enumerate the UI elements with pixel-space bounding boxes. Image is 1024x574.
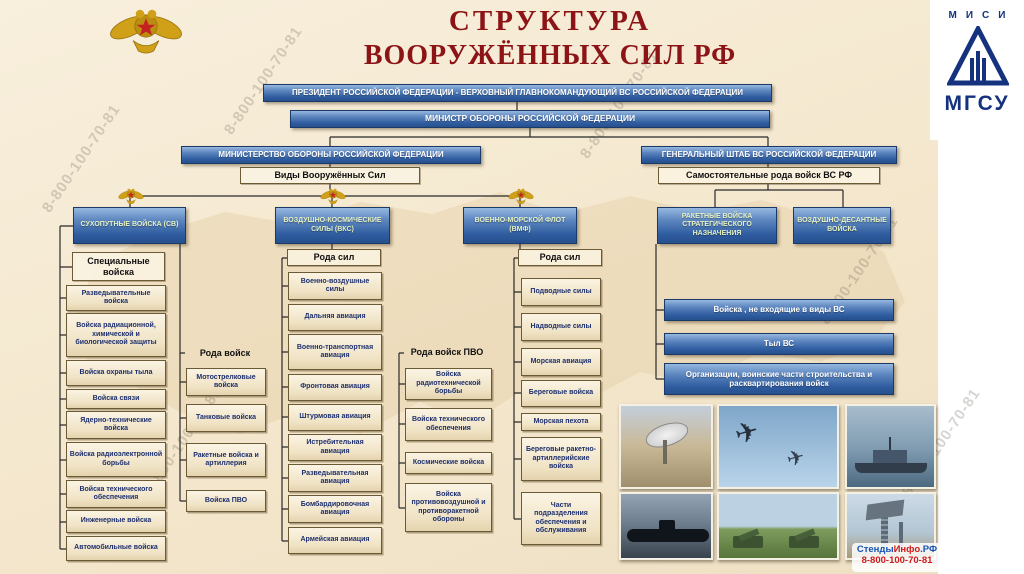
special-troops-item: Инженерные войска xyxy=(66,510,166,533)
navy-branches-item: Подводные силы xyxy=(521,278,601,306)
aerospace-branches-item: Дальняя авиация xyxy=(288,304,382,331)
ship-hull-shape xyxy=(855,463,927,473)
photo-air-defense-systems xyxy=(717,492,839,560)
brand-part-blue: Стенды xyxy=(856,544,894,555)
aerospace-branches-item: Военно-транспортная авиация xyxy=(288,334,382,370)
aircraft-icon: ✈ xyxy=(784,445,808,472)
special-troops-item: Войска технического обеспечения xyxy=(66,480,166,508)
ship-superstructure-shape xyxy=(873,450,907,463)
special-troops-item: Ядерно-технические войска xyxy=(66,411,166,439)
branch-aerospace-forces: ВОЗДУШНО-КОСМИЧЕСКИЕ СИЛЫ (ВКС) xyxy=(275,207,390,244)
aerospace-branches-item: Бомбардировочная авиация xyxy=(288,495,382,523)
brand-part-red: Инфо xyxy=(893,544,921,555)
general-staff-bar: ГЕНЕРАЛЬНЫЙ ШТАБ ВС РОССИЙСКОЙ ФЕДЕРАЦИИ xyxy=(641,146,897,164)
special-troops-item: Войска радиоэлектронной борьбы xyxy=(66,442,166,477)
aerospace-branches-item: Разведывательная авиация xyxy=(288,464,382,492)
ground-forces-emblem-icon xyxy=(117,188,145,205)
navy-branches-item: Морская авиация xyxy=(521,348,601,376)
construction-organizations-bar: Организации, воинские части строительств… xyxy=(664,363,894,395)
misi-letters: МИСИ xyxy=(948,10,1015,21)
navy-branches-header: Рода сил xyxy=(518,249,602,266)
page-title: СТРУКТУРА ВООРУЖЁННЫХ СИЛ РФ xyxy=(270,5,830,72)
special-troops-header: Специальные войска xyxy=(72,252,165,281)
footer-brand: СтендыИнфо.РФ xyxy=(852,544,942,555)
service-types-label: Виды Вооружённых Сил xyxy=(240,167,420,184)
mgsu-name: МГСУ xyxy=(944,92,1010,115)
navy-branches-item: Береговые войска xyxy=(521,380,601,407)
dish-shape xyxy=(642,417,692,453)
radar-antenna-shape xyxy=(865,499,905,521)
aerospace-branches-item: Фронтовая авиация xyxy=(288,374,382,401)
ground-branches-item: Войска ПВО xyxy=(186,490,266,512)
navy-emblem-icon xyxy=(507,188,535,205)
air-defense-branches-item: Космические войска xyxy=(405,452,492,474)
aerospace-forces-emblem-icon xyxy=(319,188,347,205)
photo-aircraft: ✈ ✈ xyxy=(717,404,839,489)
ground-branches-header: Рода войск xyxy=(199,348,251,359)
navy-branches-item: Морская пехота xyxy=(521,413,601,431)
ground-branches-item: Танковые войска xyxy=(186,404,266,432)
ministry-bar: МИНИСТЕРСТВО ОБОРОНЫ РОССИЙСКОЙ ФЕДЕРАЦИ… xyxy=(181,146,481,164)
ground-branches-item: Ракетные войска и артиллерия xyxy=(186,443,266,477)
ground-branches-item: Мотострелковые войска xyxy=(186,368,266,396)
air-defense-branches-item: Войска технического обеспечения xyxy=(405,408,492,441)
aerospace-branches-item: Штурмовая авиация xyxy=(288,404,382,431)
mgsu-logo: МИСИ МГСУ xyxy=(930,0,1024,140)
rear-services-bar: Тыл ВС xyxy=(664,333,894,355)
aerospace-branches-item: Истребительная авиация xyxy=(288,434,382,461)
footer-phone: 8-800-100-70-81 xyxy=(861,555,933,566)
aerospace-branches-header: Рода сил xyxy=(287,249,381,266)
ship-mast-shape xyxy=(889,437,891,450)
air-defense-branches-item: Войска радиотехнической борьбы xyxy=(405,368,492,400)
branch-airborne-forces: ВОЗДУШНО-ДЕСАНТНЫЕ ВОЙСКА xyxy=(793,207,891,244)
photo-submarine xyxy=(619,492,713,560)
title-line-1: СТРУКТУРА xyxy=(448,5,652,37)
aerospace-branches-item: Армейская авиация xyxy=(288,527,382,554)
special-troops-item: Войска связи xyxy=(66,389,166,409)
title-line-2: ВООРУЖЁННЫХ СИЛ РФ xyxy=(363,40,737,71)
non-service-troops-bar: Войска , не входящие в виды ВС xyxy=(664,299,894,321)
aerospace-branches-item: Военно-воздушные силы xyxy=(288,272,382,300)
branch-ground-forces: СУХОПУТНЫЕ ВОЙСКА (СВ) xyxy=(73,207,186,244)
air-defense-branches-header: Рода войск ПВО xyxy=(410,347,484,358)
air-defense-branches-item: Войска противовоздушной и противоракетно… xyxy=(405,483,492,532)
branch-strategic-missile-forces: РАКЕТНЫЕ ВОЙСКА СТРАТЕГИЧЕСКОГО НАЗНАЧЕН… xyxy=(657,207,777,244)
radar-support-shape xyxy=(899,522,903,546)
special-troops-item: Войска охраны тыла xyxy=(66,360,166,386)
navy-branches-item: Надводные силы xyxy=(521,313,601,341)
special-troops-item: Разведывательные войска xyxy=(66,285,166,311)
branch-navy: ВОЕННО-МОРСКОЙ ФЛОТ (ВМФ) xyxy=(463,207,577,244)
radar-tower-shape xyxy=(881,516,888,546)
independent-arms-label: Самостоятельные рода войск ВС РФ xyxy=(658,167,880,184)
special-troops-item: Войска радиационной, химической и биолог… xyxy=(66,313,166,357)
brand-part-suffix: .РФ xyxy=(920,544,938,555)
photo-satellite-dish xyxy=(619,404,713,489)
minister-bar: МИНИСТР ОБОРОНЫ РОССИЙСКОЙ ФЕДЕРАЦИИ xyxy=(290,110,770,128)
dish-mast-shape xyxy=(663,440,667,464)
mgsu-triangle-icon xyxy=(947,26,1009,86)
navy-branches-item: Береговые ракетно-артиллерийские войска xyxy=(521,437,601,481)
photo-warship xyxy=(845,404,936,489)
submarine-sail-shape xyxy=(659,520,675,531)
aircraft-icon: ✈ xyxy=(731,414,763,451)
special-troops-item: Автомобильные войска xyxy=(66,536,166,561)
submarine-hull-shape xyxy=(627,529,709,542)
president-bar: ПРЕЗИДЕНТ РОССИЙСКОЙ ФЕДЕРАЦИИ - ВЕРХОВН… xyxy=(263,84,772,102)
vendor-logo: СтендыИнфо.РФ 8-800-100-70-81 xyxy=(852,543,942,572)
armed-forces-eagle-emblem-icon xyxy=(106,9,186,54)
navy-branches-item: Части подразделения обеспечения и обслуж… xyxy=(521,492,601,545)
